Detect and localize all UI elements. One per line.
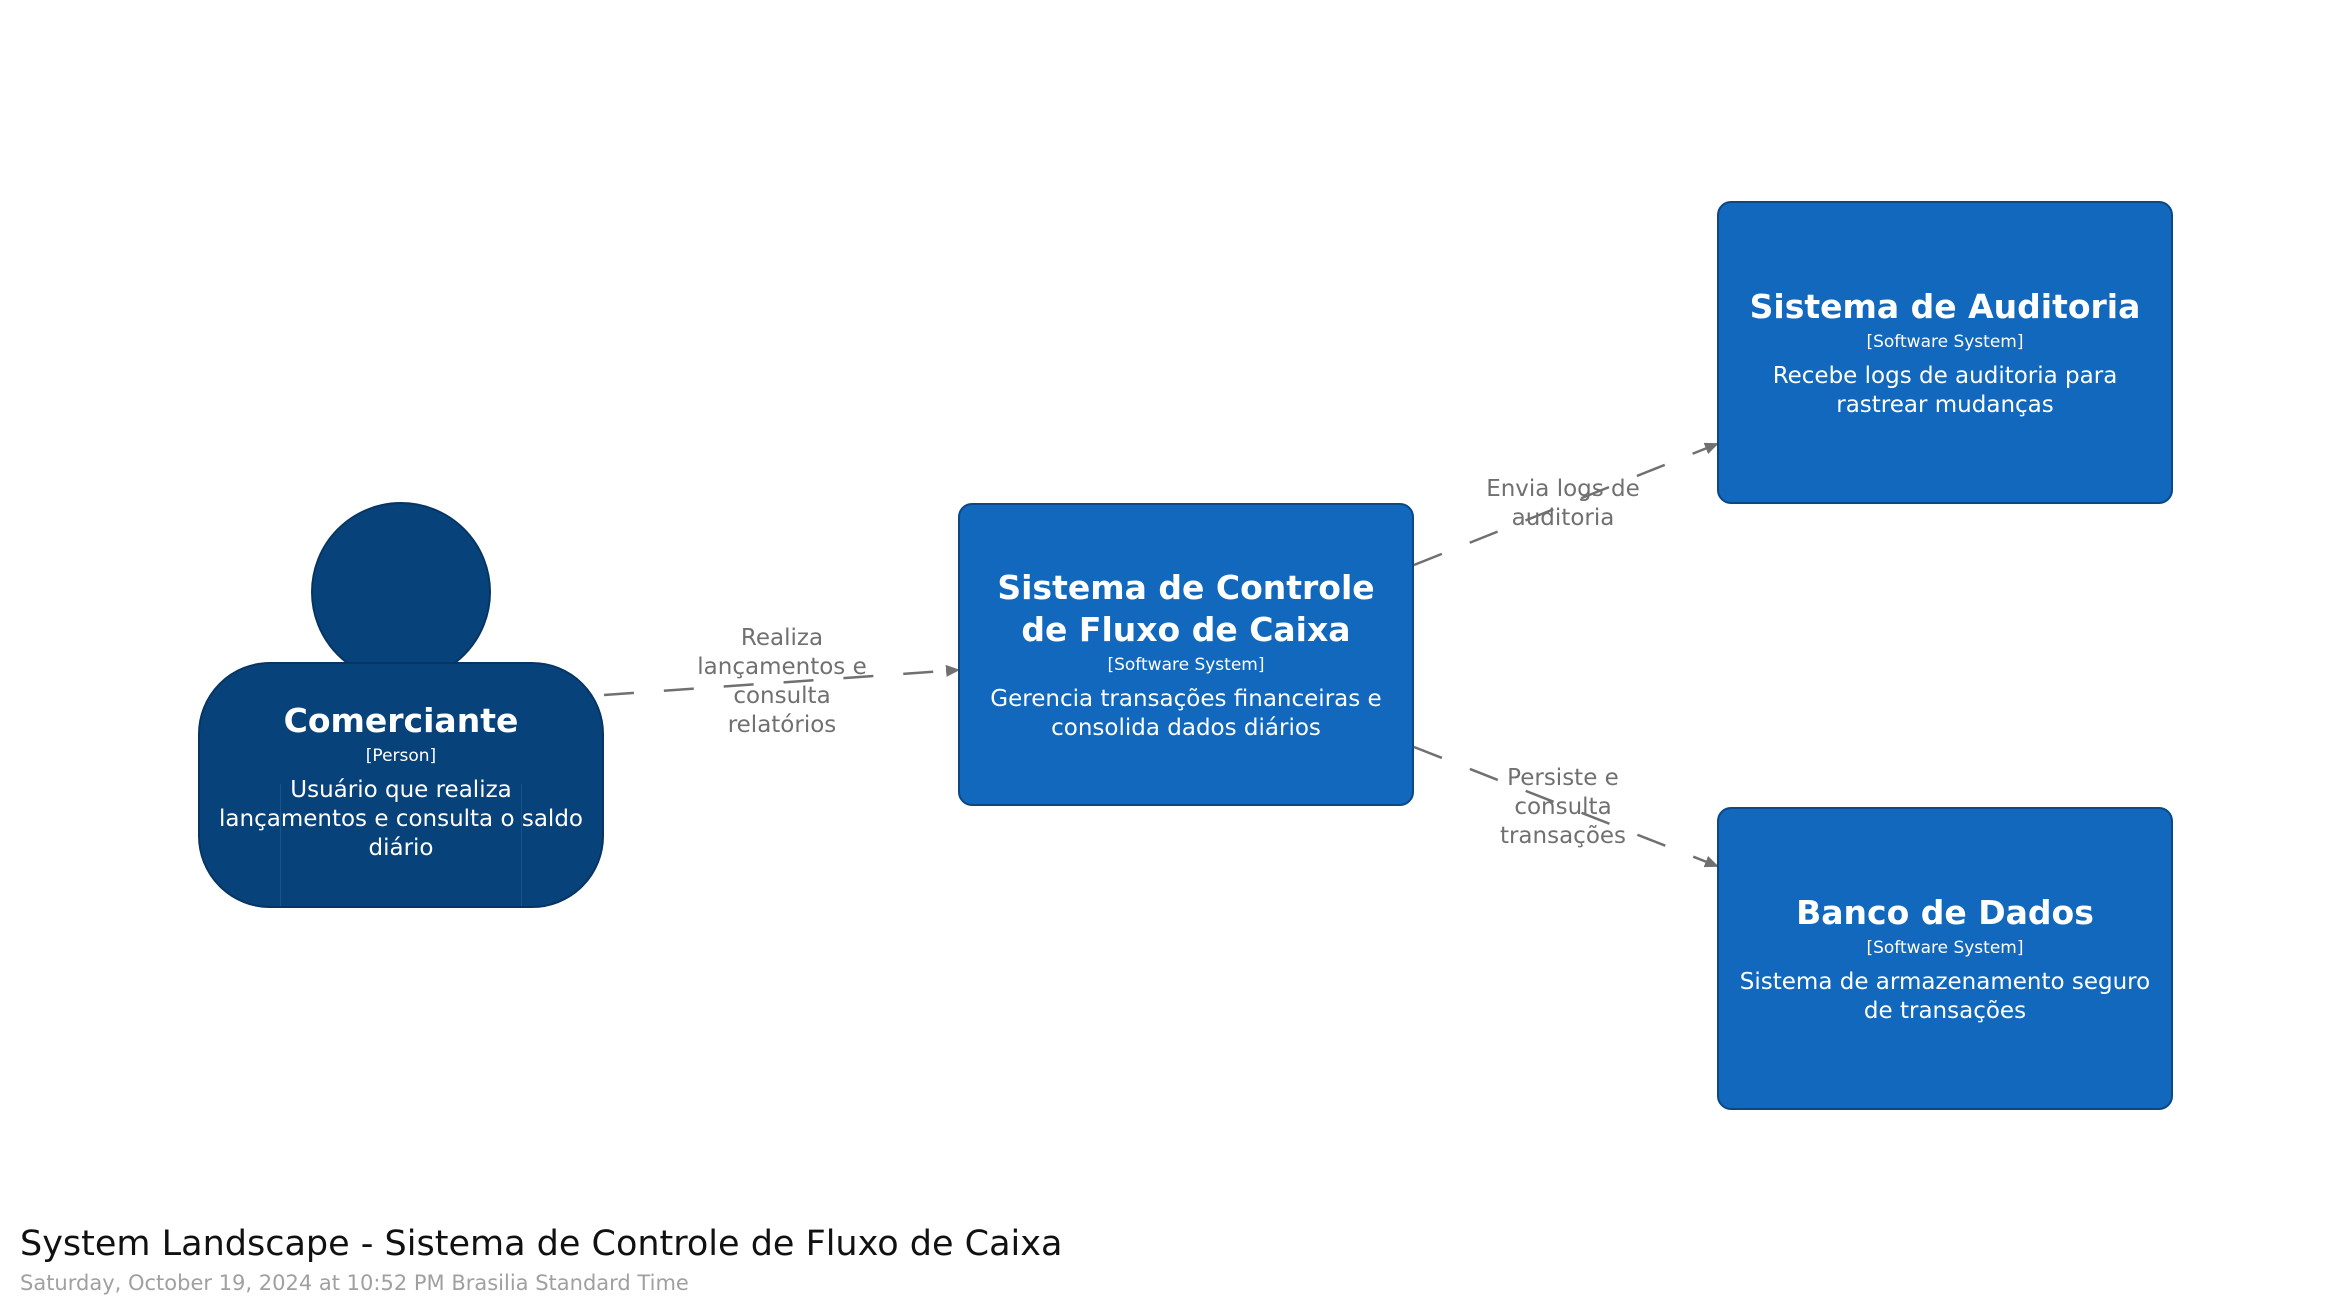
element-description: Sistema de armazenamento seguro de trans…: [1739, 968, 2151, 1024]
system-auditoria[interactable]: Sistema de Auditoria [Software System] R…: [1717, 201, 2173, 504]
element-type: [Software System]: [1866, 937, 2024, 958]
element-type: [Software System]: [1866, 331, 2024, 352]
element-description: Gerencia transações financeiras e consol…: [990, 685, 1382, 741]
person-head[interactable]: [311, 502, 491, 682]
element-name: Banco de Dados: [1796, 892, 2094, 932]
person-arm-left: [280, 784, 281, 906]
diagram-timestamp: Saturday, October 19, 2024 at 10:52 PM B…: [20, 1271, 689, 1295]
element-type: [Person]: [365, 746, 437, 766]
diagram-title: System Landscape - Sistema de Controle d…: [20, 1224, 1063, 1264]
relationship-label-comerciante-fluxo: Realiza lançamentos e consulta relatório…: [697, 625, 867, 738]
person-arm-right: [521, 784, 522, 906]
relationship-label-fluxo-auditoria: Envia logs de auditoria: [1486, 476, 1640, 531]
element-name: Comerciante: [283, 701, 519, 740]
element-name: Sistema de Controle de Fluxo de Caixa: [997, 567, 1375, 649]
element-type: [Software System]: [1107, 654, 1265, 675]
system-fluxo-caixa[interactable]: Sistema de Controle de Fluxo de Caixa [S…: [958, 503, 1414, 806]
element-description: Usuário que realiza lançamentos e consul…: [219, 777, 583, 861]
system-banco-dados[interactable]: Banco de Dados [Software System] Sistema…: [1717, 807, 2173, 1110]
relationship-label-fluxo-banco: Persiste e consulta transações: [1499, 765, 1627, 849]
element-name: Sistema de Auditoria: [1749, 286, 2141, 326]
element-description: Recebe logs de auditoria para rastrear m…: [1772, 362, 2118, 418]
person-comerciante[interactable]: Comerciante [Person] Usuário que realiza…: [198, 662, 604, 908]
